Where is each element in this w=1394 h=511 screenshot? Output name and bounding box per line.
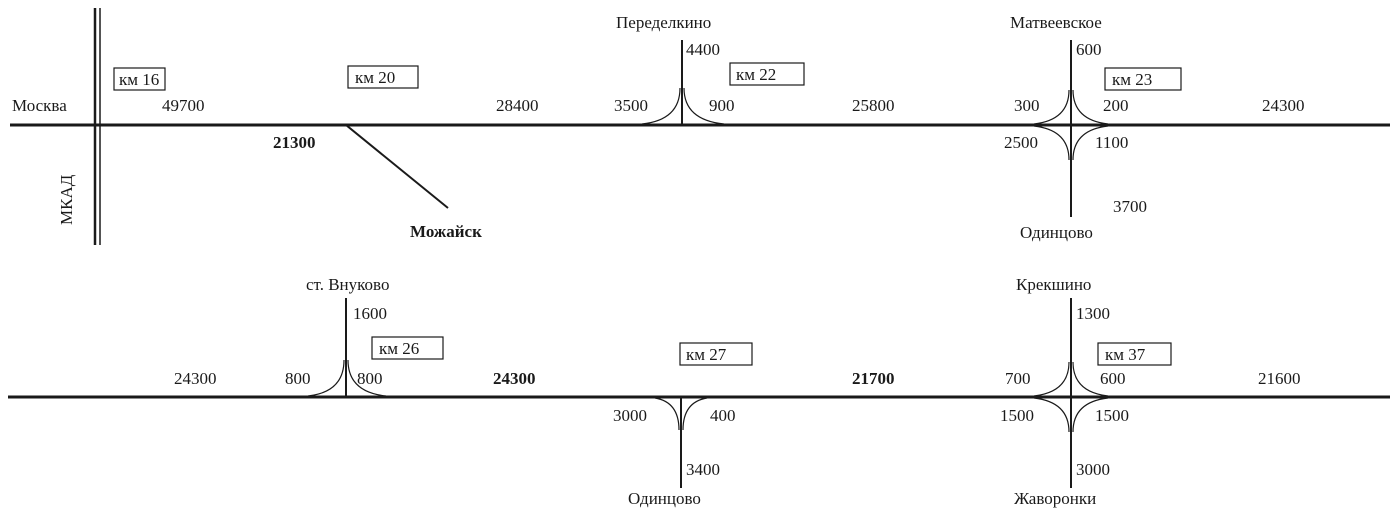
- km-27-label: км 27: [686, 345, 727, 364]
- city-moscow-label: Москва: [12, 96, 67, 115]
- matveevskoe-up-flow: 600: [1076, 40, 1102, 59]
- peredelkino-left-flow: 3500: [614, 96, 648, 115]
- kreshino-down-right-flow: 1500: [1095, 406, 1129, 425]
- matveevskoe-up-right-flow: 200: [1103, 96, 1129, 115]
- matveevskoe-ramp-dr: [1072, 125, 1109, 161]
- vnukovo-label: ст. Внуково: [306, 275, 389, 294]
- flow-24300-bottom-left: 24300: [174, 369, 217, 388]
- km-23-label: км 23: [1112, 70, 1152, 89]
- vnukovo-left-flow: 800: [285, 369, 311, 388]
- matveevskoe-ramp-ul: [1033, 89, 1070, 125]
- km-26-box: [371, 336, 444, 360]
- matveevskoe-ramp-ur: [1072, 89, 1109, 125]
- kreshino-up-right-flow: 600: [1100, 369, 1126, 388]
- odintsovo-bottom-label: Одинцово: [628, 489, 701, 508]
- vnukovo-left-ramp: [307, 359, 345, 397]
- vnukovo-right-ramp: [347, 359, 387, 397]
- km-20-box: [347, 65, 419, 89]
- odintsovo-left-flow: 3000: [613, 406, 647, 425]
- km-16-box: [113, 67, 166, 91]
- km-37-box: [1097, 342, 1172, 366]
- flow-21300: 21300: [273, 133, 316, 152]
- kreshino-ramp-ul: [1033, 361, 1070, 397]
- odintsovo-top-label: Одинцово: [1020, 223, 1093, 242]
- kreshino-up-left-flow: 700: [1005, 369, 1031, 388]
- flow-24300-bottom-mid: 24300: [493, 369, 536, 388]
- kreshino-ramp-ur: [1072, 361, 1109, 397]
- mozhaisk-branch-road: [345, 124, 449, 209]
- flow-49700: 49700: [162, 96, 205, 115]
- odintsovo-left-ramp: [654, 397, 680, 431]
- kreshino-up-flow: 1300: [1076, 304, 1110, 323]
- kreshino-ramp-dl: [1033, 397, 1070, 433]
- matveevskoe-ramp-dl: [1033, 125, 1070, 161]
- km-22-box: [729, 62, 805, 86]
- vnukovo-right-flow: 800: [357, 369, 383, 388]
- kreshino-ramp-dr: [1072, 397, 1109, 433]
- km-20-label: км 20: [355, 68, 395, 87]
- odintsovo-right-flow: 400: [710, 406, 736, 425]
- peredelkino-right-ramp: [683, 87, 725, 125]
- km-26-label: км 26: [379, 339, 419, 358]
- matveevskoe-up-left-flow: 300: [1014, 96, 1040, 115]
- matveevskoe-down-flow: 3700: [1113, 197, 1147, 216]
- km-23-box: [1104, 67, 1182, 91]
- peredelkino-label: Переделкино: [616, 13, 711, 32]
- kreshino-down-flow: 3000: [1076, 460, 1110, 479]
- mozhaisk-label: Можайск: [410, 222, 482, 241]
- matveevskoe-down-left-flow: 2500: [1004, 133, 1038, 152]
- vnukovo-stem-flow: 1600: [353, 304, 387, 323]
- km-27-box: [679, 342, 753, 366]
- flow-28400: 28400: [496, 96, 539, 115]
- km-37-label: км 37: [1105, 345, 1146, 364]
- peredelkino-right-flow: 900: [709, 96, 735, 115]
- peredelkino-stem-flow: 4400: [686, 40, 720, 59]
- kreshino-label: Крекшино: [1016, 275, 1091, 294]
- matveevskoe-down-right-flow: 1100: [1095, 133, 1128, 152]
- flow-21700: 21700: [852, 369, 895, 388]
- zhavoronki-label: Жаворонки: [1014, 489, 1096, 508]
- kreshino-down-left-flow: 1500: [1000, 406, 1034, 425]
- flow-24300-top: 24300: [1262, 96, 1305, 115]
- peredelkino-left-ramp: [641, 87, 681, 125]
- mkad-label: МКАД: [57, 174, 76, 225]
- odintsovo-stem-flow: 3400: [686, 460, 720, 479]
- flow-25800: 25800: [852, 96, 895, 115]
- odintsovo-right-ramp: [682, 397, 708, 431]
- km-22-label: км 22: [736, 65, 776, 84]
- matveevskoe-label: Матвеевское: [1010, 13, 1102, 32]
- flow-21600: 21600: [1258, 369, 1301, 388]
- km-16-label: км 16: [119, 70, 159, 89]
